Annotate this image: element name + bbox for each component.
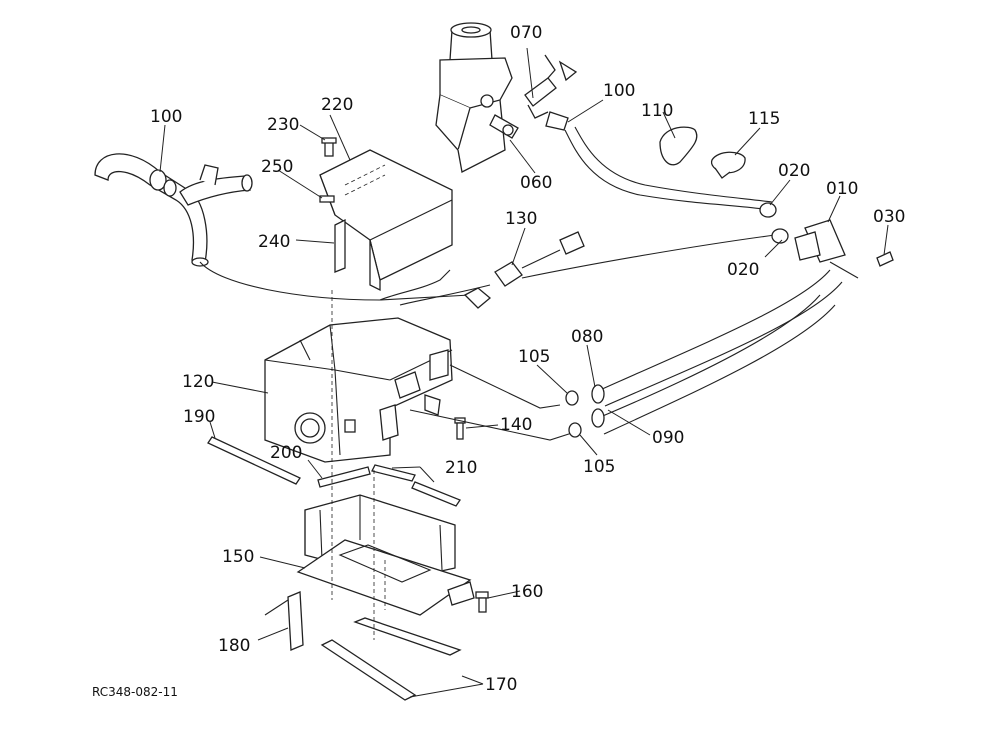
screw-230 bbox=[321, 137, 337, 157]
callout-200[interactable]: 200 bbox=[270, 443, 302, 463]
callout-100-upper[interactable]: 100 bbox=[150, 107, 182, 127]
callout-230[interactable]: 230 bbox=[267, 115, 299, 135]
callout-220[interactable]: 220 bbox=[321, 95, 353, 115]
callout-250[interactable]: 250 bbox=[261, 157, 293, 177]
callout-070[interactable]: 070 bbox=[510, 23, 542, 43]
callout-115[interactable]: 115 bbox=[748, 109, 780, 129]
bottom-bars bbox=[320, 617, 462, 701]
heater-cover bbox=[319, 149, 453, 292]
heater-unit bbox=[264, 317, 453, 463]
callout-130[interactable]: 130 bbox=[505, 209, 537, 229]
callout-105-upper[interactable]: 105 bbox=[518, 347, 550, 367]
leader-lines bbox=[159, 47, 889, 698]
return-hose bbox=[564, 126, 773, 211]
pad-240 bbox=[334, 218, 346, 273]
callout-060[interactable]: 060 bbox=[520, 173, 552, 193]
callout-190[interactable]: 190 bbox=[183, 407, 215, 427]
callout-150[interactable]: 150 bbox=[222, 547, 254, 567]
coolant-pipes bbox=[409, 269, 843, 441]
callout-010[interactable]: 010 bbox=[826, 179, 858, 199]
callout-020-upper[interactable]: 020 bbox=[778, 161, 810, 181]
water-valve-assembly bbox=[435, 22, 578, 173]
callout-170[interactable]: 170 bbox=[485, 675, 517, 695]
drawing-artwork bbox=[94, 22, 894, 701]
callout-180[interactable]: 180 bbox=[218, 636, 250, 656]
callout-020-lower[interactable]: 020 bbox=[727, 260, 759, 280]
callout-110[interactable]: 110 bbox=[641, 101, 673, 121]
bracket-010 bbox=[759, 202, 894, 279]
callout-210[interactable]: 210 bbox=[445, 458, 477, 478]
callout-160[interactable]: 160 bbox=[511, 582, 543, 602]
callout-030[interactable]: 030 bbox=[873, 207, 905, 227]
callout-140[interactable]: 140 bbox=[500, 415, 532, 435]
seal-250 bbox=[319, 195, 335, 203]
drawing-code: RC348-082-11 bbox=[92, 685, 178, 699]
wire-harness-130 bbox=[399, 231, 776, 306]
pad-180 bbox=[264, 591, 304, 651]
screw-160 bbox=[475, 591, 489, 613]
callout-120[interactable]: 120 bbox=[182, 372, 214, 392]
callout-105-lower[interactable]: 105 bbox=[583, 457, 615, 477]
callout-100-valve[interactable]: 100 bbox=[603, 81, 635, 101]
callout-240[interactable]: 240 bbox=[258, 232, 290, 252]
callout-080[interactable]: 080 bbox=[571, 327, 603, 347]
foam-strips bbox=[207, 436, 461, 507]
upper-heater-hose bbox=[94, 153, 253, 267]
mounting-frame bbox=[296, 494, 475, 616]
callout-090[interactable]: 090 bbox=[652, 428, 684, 448]
callout-labels: 070 100 220 230 100 110 115 250 060 020 … bbox=[92, 23, 905, 699]
